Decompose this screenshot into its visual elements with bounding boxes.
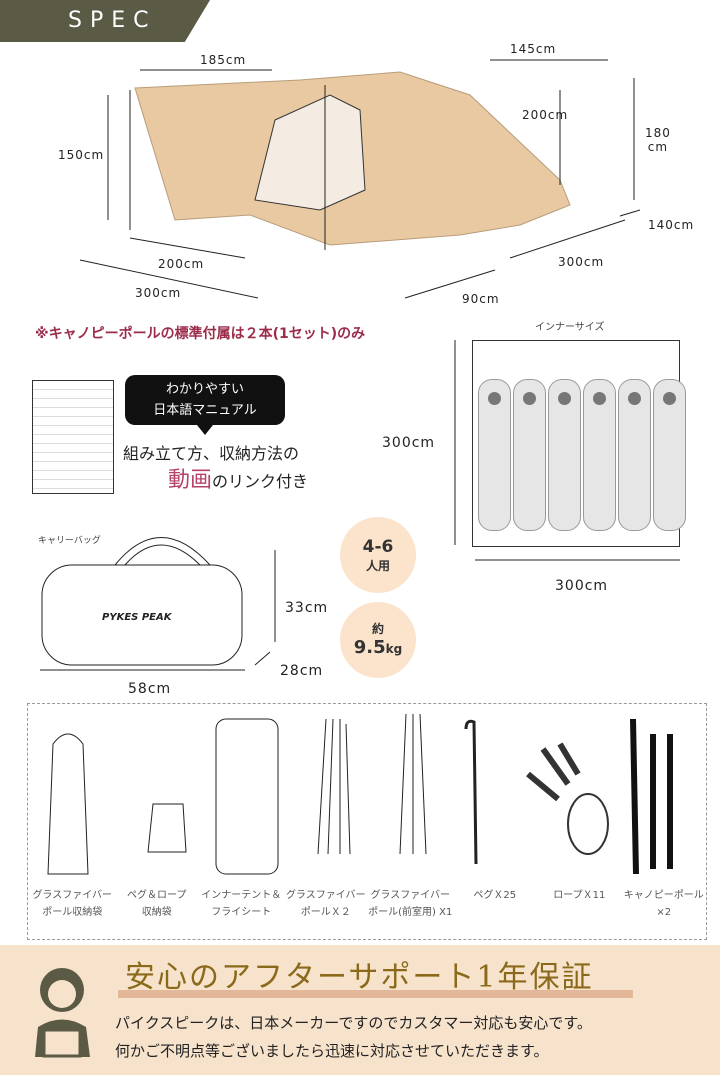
- support-agent-icon: [35, 968, 90, 1058]
- item-line1: キャノピーポール×2: [623, 890, 704, 918]
- support-banner: [0, 945, 720, 1075]
- support-title: 安心のアフターサポート1年保証: [125, 960, 594, 995]
- item-line2: ポールＸ２: [300, 907, 351, 918]
- front-pole-icon: [399, 713, 427, 855]
- dim-side-right: 140cm: [648, 218, 695, 232]
- weight-unit: kg: [385, 642, 403, 656]
- item-line1: インナーテント＆: [201, 890, 282, 901]
- item-label: グラスファイバーポールＸ２: [284, 887, 369, 921]
- sleeping-bag: [513, 379, 546, 531]
- person-head-icon: [488, 392, 501, 405]
- dim-top-width: 185cm: [200, 53, 247, 67]
- sleeping-bag: [548, 379, 581, 531]
- items-illustrations: [47, 713, 673, 875]
- inner-size-diagram: [472, 340, 686, 547]
- dim-height-value: 180: [645, 126, 671, 140]
- canopy-pole-note: ※キャノピーポールの標準付属は２本(1セット)のみ: [35, 326, 366, 342]
- bag-brand: PYKES PEAK: [102, 612, 173, 623]
- bag-width: 58cm: [128, 681, 172, 697]
- manual-line2-rest: のリンク付き: [212, 472, 309, 491]
- item-line1: ロープＸ11: [553, 890, 606, 901]
- item-label: ペグ＆ロープ収納袋: [115, 887, 200, 921]
- person-head-icon: [558, 392, 571, 405]
- item-label: ペグＸ25: [453, 887, 538, 921]
- person-head-icon: [593, 392, 606, 405]
- peg-bag-icon: [147, 803, 187, 853]
- capacity-value: 4-6: [362, 537, 394, 557]
- sleeping-bag: [618, 379, 651, 531]
- bag-depth: 28cm: [280, 663, 324, 679]
- bubble-line2: 日本語マニュアル: [153, 403, 257, 418]
- pole-bag-icon: [47, 733, 89, 875]
- inner-size-label: インナーサイズ: [535, 322, 605, 333]
- item-label: グラスファイバーポール収納袋: [30, 887, 115, 921]
- item-label: ロープＸ11: [537, 887, 622, 921]
- carry-bag-illustration: PYKES PEAK: [40, 537, 276, 671]
- item-line2: ポール(前室用) X1: [368, 907, 453, 918]
- weight-prefix: 約: [371, 622, 384, 636]
- manual-line2: 動画のリンク付き: [168, 462, 308, 494]
- item-line1: ペグＸ25: [473, 890, 517, 901]
- support-line1: パイクスピークは、日本メーカーですのでカスタマー対応も安心です。: [115, 1014, 592, 1032]
- rope-icon: [526, 742, 581, 802]
- dim-top-right: 145cm: [510, 42, 557, 56]
- canopy-pole-icon: [630, 718, 673, 875]
- dim-bottom-left: 300cm: [135, 286, 182, 300]
- capacity-badge: 4-6 人用: [340, 517, 416, 593]
- item-line2: フライシート: [211, 907, 272, 918]
- spec-header: SPEC: [0, 0, 210, 42]
- person-head-icon: [523, 392, 536, 405]
- item-line1: グラスファイバー: [32, 890, 113, 901]
- dim-canopy-gap: 90cm: [462, 292, 500, 306]
- bag-height: 33cm: [285, 600, 329, 616]
- item-label: グラスファイバーポール(前室用) X1: [368, 887, 453, 921]
- dim-height-unit: cm: [647, 140, 669, 154]
- manual-line1: 組み立て方、収納方法の: [123, 444, 300, 463]
- dim-front-bottom: 200cm: [158, 257, 205, 271]
- included-items: グラスファイバーポール収納袋ペグ＆ロープ収納袋インナーテント＆フライシートグラス…: [27, 703, 707, 940]
- weight-value: 9.5: [353, 637, 386, 658]
- bag-label: キャリーバッグ: [38, 536, 101, 546]
- inner-dimension-lines: [454, 340, 680, 561]
- dim-side-bottom: 300cm: [558, 255, 605, 269]
- person-head-icon: [663, 392, 676, 405]
- manual-bubble: わかりやすい日本語マニュアル: [125, 375, 285, 435]
- person-head-icon: [628, 392, 641, 405]
- manual-highlight: 動画: [168, 468, 213, 493]
- sleeping-bag: [583, 379, 616, 531]
- fiberglass-poles-icon: [317, 718, 351, 855]
- sleeping-bag: [653, 379, 686, 531]
- item-line2: ポール収納袋: [42, 907, 103, 918]
- item-line1: グラスファイバー: [285, 890, 366, 901]
- inner-tent-icon: [215, 718, 279, 875]
- support-line2: 何かご不明点等ございましたら迅速に対応させていただきます。: [115, 1042, 549, 1060]
- item-label: インナーテント＆ フライシート: [199, 887, 284, 921]
- item-line2: 収納袋: [141, 907, 172, 918]
- inner-depth: 300cm: [382, 435, 436, 451]
- manual-thumbnail: [32, 380, 114, 494]
- item-line1: ペグ＆ロープ: [127, 890, 187, 901]
- capacity-unit: 人用: [365, 559, 390, 573]
- item-label: キャノピーポール×2: [622, 887, 707, 921]
- dim-vestibule: 200cm: [522, 108, 569, 122]
- title-underline: [118, 990, 633, 998]
- sleeping-bag: [478, 379, 511, 531]
- tent-door: [254, 94, 366, 211]
- peg-icon: [464, 719, 478, 865]
- bubble-line1: わかりやすい: [165, 382, 244, 397]
- dim-front-height: 150cm: [58, 148, 105, 162]
- item-line1: グラスファイバー: [370, 890, 451, 901]
- inner-width: 300cm: [555, 578, 609, 594]
- tent-illustration: [79, 59, 641, 299]
